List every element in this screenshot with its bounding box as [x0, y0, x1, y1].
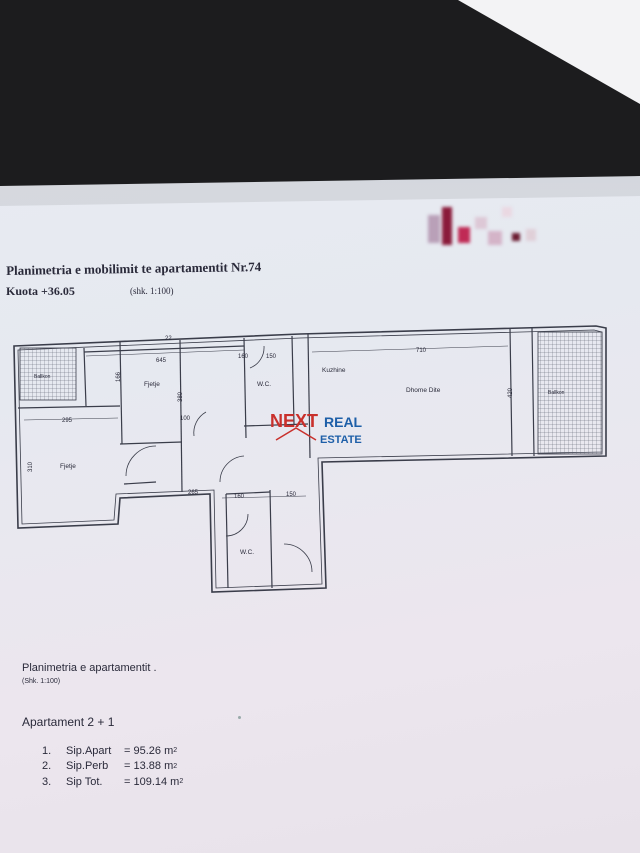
room-label-kuzhine: Kuzhine [322, 367, 346, 374]
dimension-label: 160 [234, 494, 245, 500]
watermark-logo: NEXT REAL ESTATE [270, 411, 363, 446]
scale-label-top: (shk. 1:100) [130, 286, 174, 296]
dimension-label: 22 [165, 336, 172, 342]
area-unit-sup: 2 [179, 778, 184, 786]
room-label-fjetje-top: Fjetje [144, 381, 160, 388]
dimension-label: 160 [238, 354, 249, 360]
balcony-left-hatch [19, 347, 77, 401]
room-label-wc-top: W.C. [257, 381, 271, 388]
area-label: Sip.Perb [66, 760, 109, 773]
dimension-label: 380 [178, 391, 184, 402]
area-value: = 95.26 m [124, 744, 174, 757]
paper-mark [238, 716, 241, 719]
balcony-right-hatch [537, 331, 603, 455]
dimension-label: 265 [188, 490, 199, 496]
area-label: Sip Tot. [66, 775, 103, 788]
interior-walls [17, 327, 535, 589]
watermark-next: NEXT [270, 411, 318, 431]
door-swings [125, 345, 313, 573]
room-label-wc-bottom: W.C. [240, 549, 254, 556]
dimension-label: 645 [156, 358, 167, 364]
area-number: 3. [42, 775, 52, 788]
watermark-roof-icon [275, 427, 317, 441]
area-label: Sip.Apart [66, 744, 112, 757]
room-label-ballkon-left: Ballkon [34, 374, 51, 380]
room-label-ballkon-right: Ballkon [548, 390, 565, 396]
scale-label-bottom: (Shk. 1:100) [22, 678, 61, 685]
dimension-label: 150 [286, 492, 297, 498]
apartment-type: Apartament 2 + 1 [22, 715, 115, 729]
area-number: 1. [42, 744, 52, 757]
dimension-label: 310 [28, 461, 34, 472]
floor-plan: 645 150 710 295 160 150 100 160 22 265 1… [13, 325, 607, 593]
elevation-label: Kuota +36.05 [6, 284, 75, 298]
dimension-lines [23, 345, 509, 499]
dimension-label: 150 [266, 354, 277, 360]
dimension-label: 166 [116, 371, 122, 382]
blurred-stamp [420, 205, 550, 255]
room-label-dhome-dite: Dhome Dite [406, 387, 441, 394]
outer-walls [13, 325, 607, 593]
watermark-estate: ESTATE [320, 434, 362, 446]
dimension-label: 295 [62, 418, 73, 424]
area-value: = 109.14 m [124, 775, 180, 788]
area-number: 2. [42, 760, 52, 773]
area-unit-sup: 2 [173, 747, 178, 755]
dimension-label: 100 [180, 416, 191, 422]
room-label-fjetje-left: Fjetje [60, 463, 76, 470]
area-unit-sup: 2 [173, 762, 178, 770]
plan-subtitle: Planimetria e apartamentit . [22, 662, 157, 674]
watermark-real: REAL [324, 414, 363, 430]
area-value: = 13.88 m [124, 760, 174, 773]
dimension-label: 420 [508, 387, 514, 398]
dimension-label: 710 [416, 348, 427, 354]
